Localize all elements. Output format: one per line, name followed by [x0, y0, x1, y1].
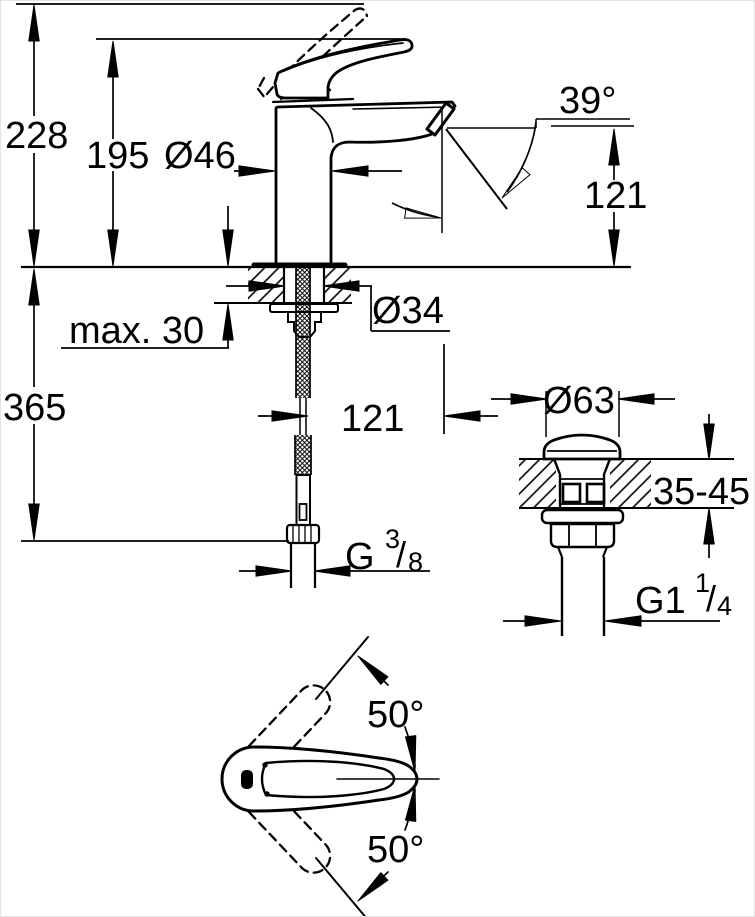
dimension-lines-middle: [21, 206, 498, 577]
dim-total-height: 228: [5, 115, 68, 157]
supply-thread-sub: 8: [408, 547, 423, 577]
spray-angle-39: [391, 107, 634, 233]
supply-thread-main: G: [345, 536, 375, 578]
dim-hose-length: 365: [3, 387, 66, 429]
dim-waste-deck-range: 35-45: [653, 471, 750, 513]
dimension-lines-top: [28, 4, 620, 267]
reference-lines: [16, 3, 406, 40]
dim-body-diameter: Ø46: [164, 135, 236, 177]
dim-outlet-height: 121: [584, 175, 647, 217]
faucet-body: [251, 7, 457, 268]
handle-swing-top-view: [220, 636, 440, 916]
dim-spray-angle: 39°: [559, 80, 616, 122]
dim-swing-down-angle: 50°: [367, 829, 424, 871]
supply-thread-sup: 3: [385, 524, 400, 554]
dim-max-deck-thickness: max. 30: [69, 310, 204, 352]
dim-hole-diameter: Ø34: [372, 290, 444, 332]
dim-waste-thread: G1 1 / 4: [635, 568, 732, 622]
popup-waste-detail: [491, 391, 734, 636]
dim-swing-up-angle: 50°: [367, 694, 424, 736]
waste-thread-slash: /: [706, 578, 716, 619]
supply-thread-slash: /: [396, 534, 406, 575]
dim-drain-offset: 121: [341, 398, 404, 440]
counter-deck: [21, 265, 631, 304]
waste-thread-sub: 4: [717, 591, 732, 621]
dim-spout-tip-height: 195: [86, 135, 149, 177]
dim-supply-thread: G 3 / 8: [345, 524, 423, 578]
supply-hose: [269, 268, 339, 588]
dim-waste-cap-diameter: Ø63: [543, 380, 615, 422]
waste-thread-sup: 1: [695, 568, 710, 598]
dimension-texts: 228 195 Ø46 39° 121 max. 30 Ø34 365 121 …: [3, 80, 750, 871]
waste-thread-main: G1: [635, 580, 686, 622]
handle-swing-dashed-positions: [247, 684, 332, 874]
